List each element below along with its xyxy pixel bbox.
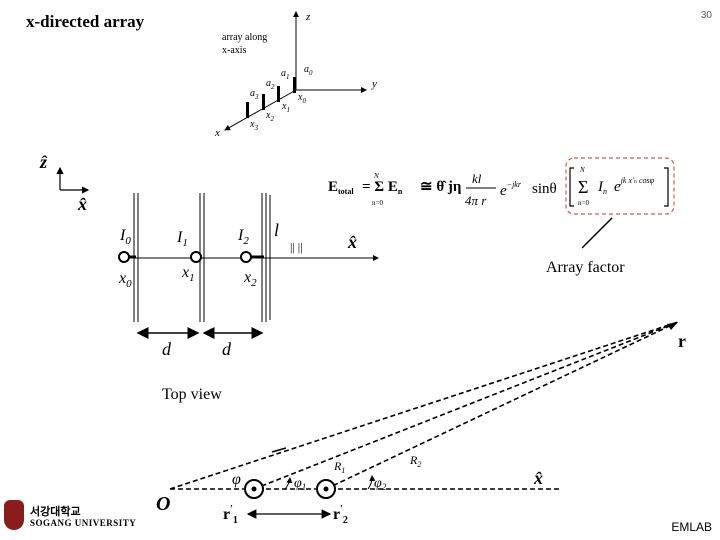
source-0: [118, 251, 130, 263]
af-current: In: [597, 179, 607, 196]
current-2: I2: [237, 227, 249, 247]
a0-label: a0: [304, 64, 313, 77]
x-hat-label: x̂: [77, 194, 87, 214]
dipole-array: l || || x̂ I0 I1 I2 x0 x1 x2 d d: [118, 193, 379, 359]
axis-z-label: z: [305, 11, 311, 23]
array-factor-highlight: [565, 157, 675, 215]
top-view-label: Top view: [162, 386, 222, 403]
top-view-diagram: O r x̂ φ φ1 φ2 R1 R2 r′1 r′2: [156, 321, 686, 526]
element-a1: [277, 86, 280, 102]
eq-exp: e−jkr: [500, 180, 522, 199]
af-sigma: Σ: [578, 177, 588, 197]
r-label: r: [678, 331, 686, 351]
total-field-equation: Etotal = Σ En N n=0 ≅ θ̂ jη kl 4π r e−jk…: [328, 157, 675, 249]
position-1: x1: [181, 264, 195, 284]
z-hat-label: ẑ: [39, 152, 48, 172]
af-exp: ejk x′ₙ cosφ: [614, 176, 655, 195]
top-x-hat: x̂: [533, 468, 543, 488]
page-number: 30: [700, 10, 712, 21]
af-lower: n=0: [578, 199, 589, 207]
length-label: l: [274, 220, 279, 240]
eq-sum: = Σ En: [362, 179, 403, 196]
university-name-korean: 서강대학교: [30, 505, 81, 518]
phi1-label: φ1: [294, 476, 306, 492]
eq-lhs: Etotal: [328, 179, 354, 196]
eq-sum-upper: N: [373, 172, 379, 180]
caption-line-1: array along: [222, 32, 267, 43]
line-r2-r: [325, 321, 679, 490]
corner-axes: ẑ x̂: [39, 152, 90, 214]
r2-prime-label: r′2: [333, 504, 348, 526]
eq-sin: sinθ: [532, 181, 557, 197]
R1-label: R1: [333, 459, 345, 475]
parallel-marks: || ||: [290, 240, 303, 254]
university-name-english: SOGANG UNIVERSITY: [30, 518, 137, 528]
position-0: x0: [118, 270, 132, 290]
caption-line-2: x-axis: [222, 45, 247, 56]
phi-label: φ: [232, 471, 241, 488]
x0-label: x0: [297, 92, 306, 105]
axis-y-label: y: [371, 78, 377, 90]
R2-label: R2: [409, 453, 421, 469]
spacing-label-2: d: [222, 339, 232, 359]
origin-label: O: [156, 493, 170, 515]
element-a2: [262, 94, 265, 110]
x2-label: x2: [265, 110, 274, 123]
spacing-label-1: d: [162, 339, 172, 359]
line-origin-r: [169, 321, 679, 490]
top-axes-diagram: z y x array along x-axis a0 a1 a2 a3 x0 …: [214, 11, 377, 139]
eq-sum-lower: n=0: [372, 199, 383, 207]
position-2: x2: [243, 269, 257, 289]
x1-label: x1: [281, 101, 290, 114]
current-0: I0: [119, 227, 131, 247]
source-1: [190, 251, 202, 263]
line-r1-r: [253, 321, 679, 490]
a2-label: a2: [266, 78, 275, 91]
eq-frac-den: 4π r: [465, 193, 487, 208]
r1-prime-label: r′1: [223, 504, 238, 526]
university-logo-icon: [4, 500, 24, 530]
source-2: [240, 251, 252, 263]
eq-approx: ≅ θ̂ jη: [420, 179, 461, 195]
array-factor-pointer: [581, 217, 613, 249]
a3-label: a3: [250, 88, 259, 101]
eq-frac-num: kl: [472, 171, 482, 186]
footer-lab-name: EMLAB: [671, 520, 712, 534]
axis-x-label: x: [214, 127, 220, 139]
slide-title: x-directed array: [26, 12, 145, 31]
current-1: I1: [176, 229, 188, 249]
a1-label: a1: [281, 68, 290, 81]
x-axis-line: [224, 89, 297, 131]
element-a0: [293, 77, 296, 93]
array-x-hat: x̂: [347, 232, 357, 252]
phi2-label: φ2: [374, 476, 387, 492]
af-upper: N: [579, 166, 585, 174]
x3-label: x3: [249, 119, 258, 132]
array-factor-label: Array factor: [546, 259, 625, 276]
element-a3: [246, 102, 249, 118]
